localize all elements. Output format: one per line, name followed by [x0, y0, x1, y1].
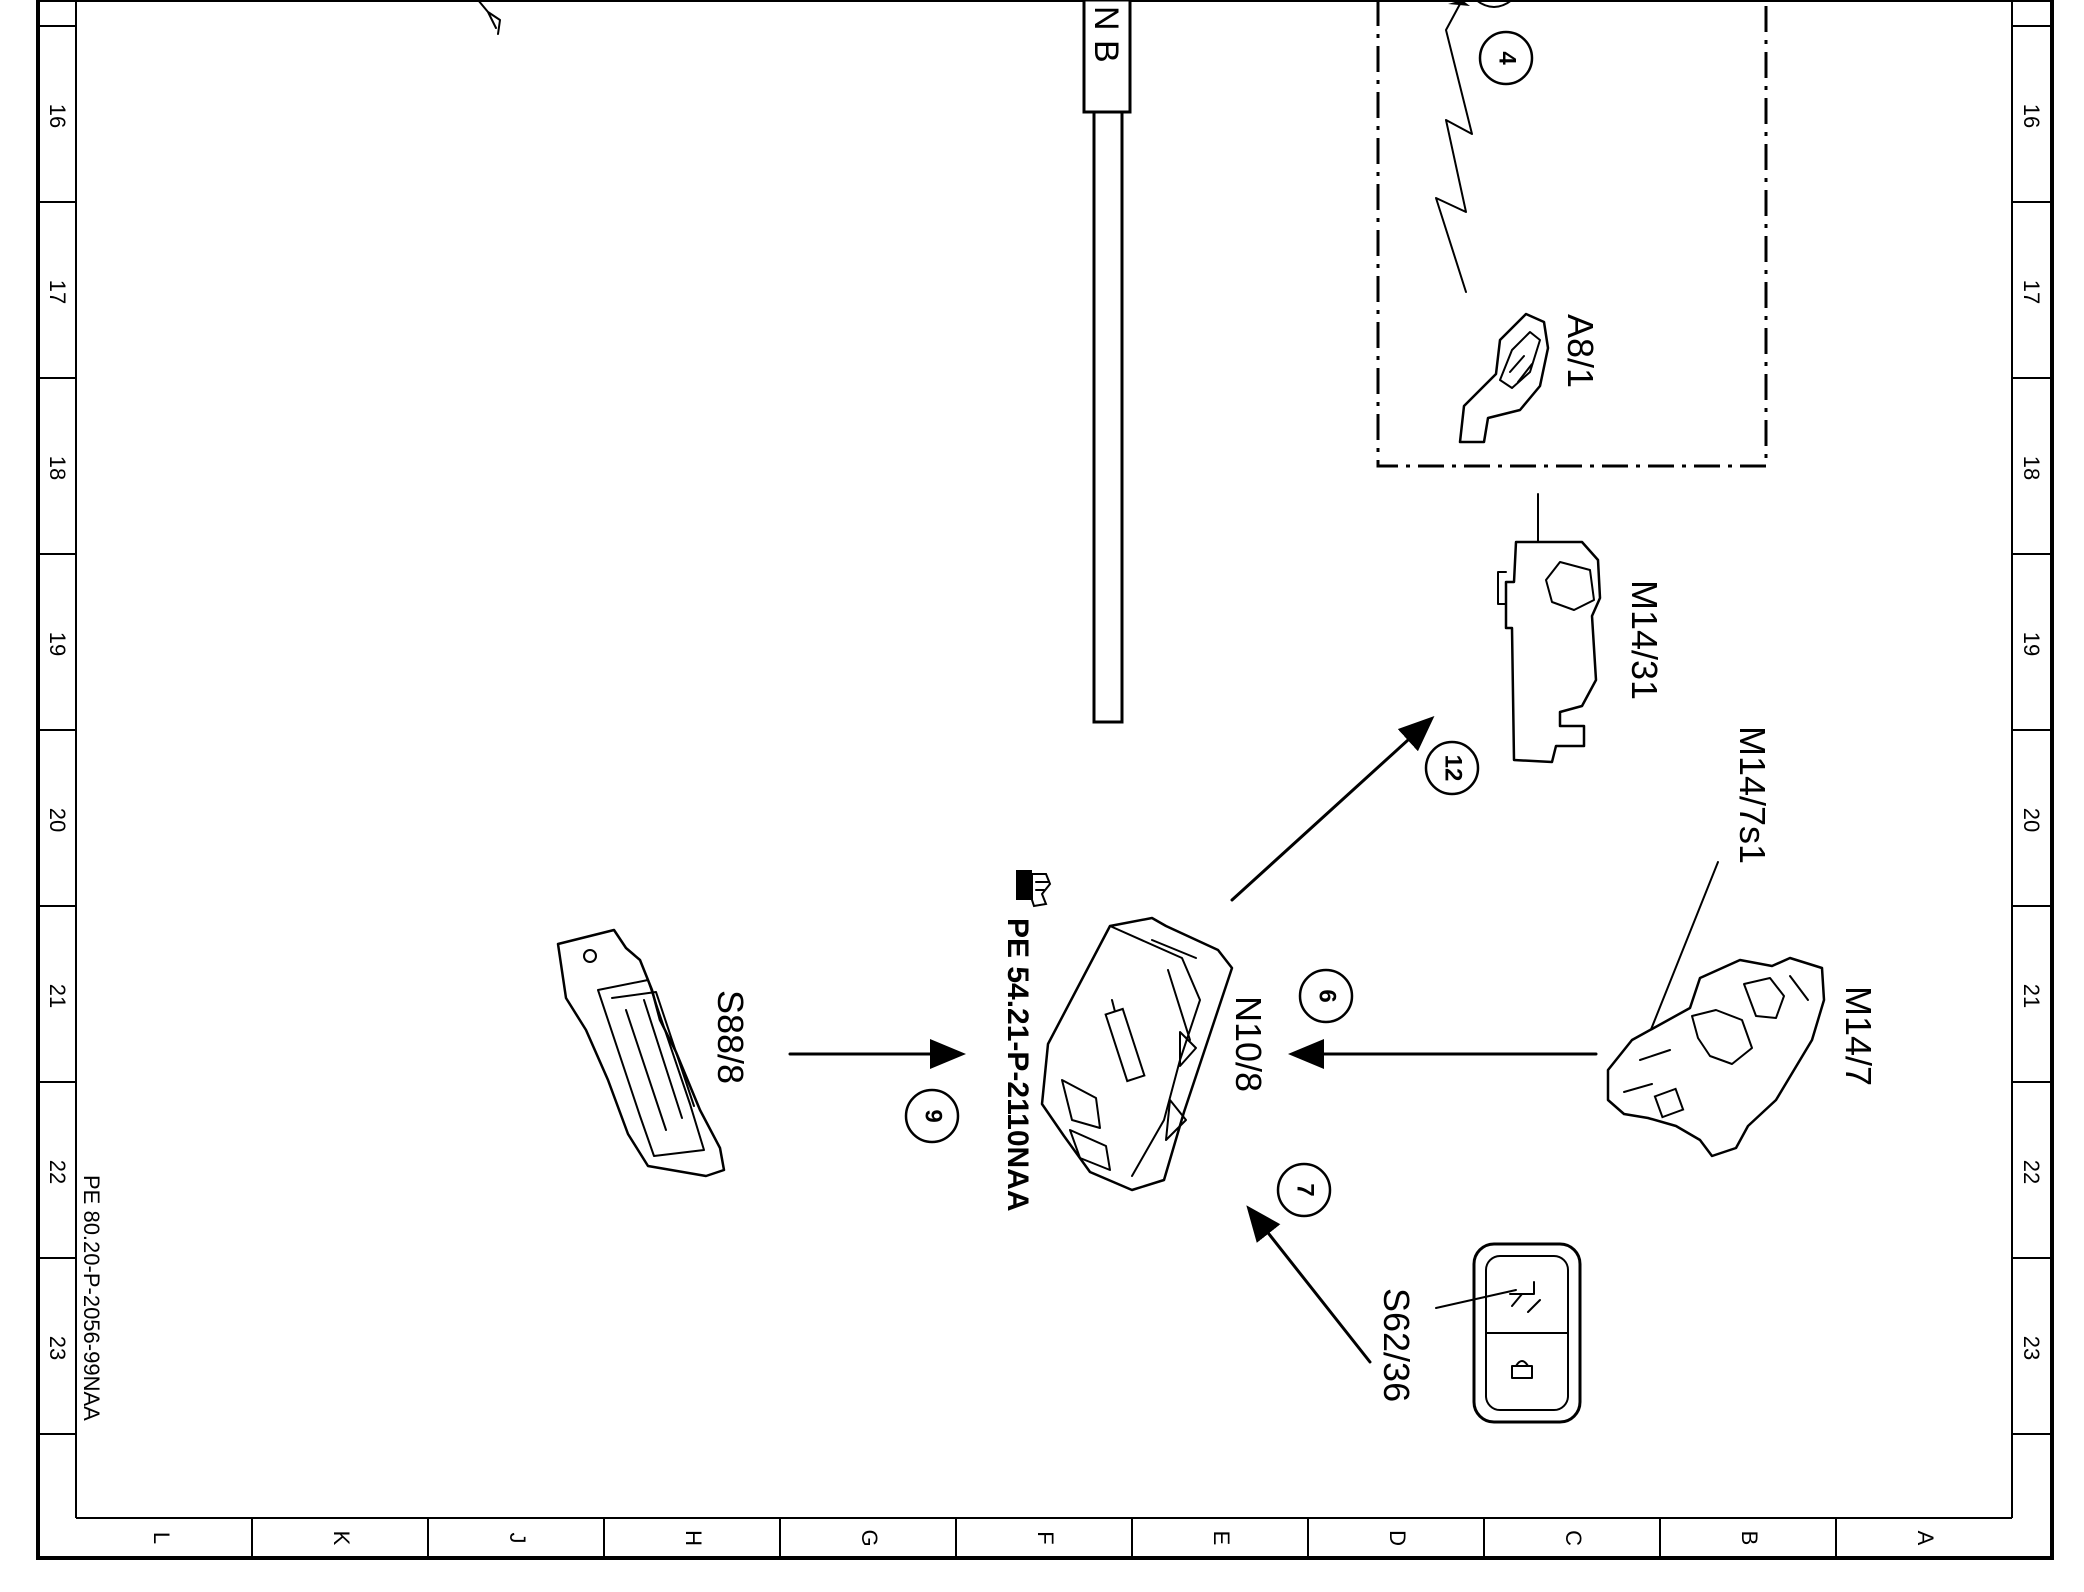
connection-9: 9	[904, 1088, 960, 1144]
manual-reference-label: PE 54.21-P-2110NAA	[1001, 918, 1034, 1212]
signal-arrow-from-s62-36	[1246, 1205, 1372, 1364]
column-letter: K	[329, 1531, 354, 1546]
connection-number: 4	[1494, 51, 1521, 65]
connection-12: 12	[1424, 740, 1480, 796]
column-letter: F	[1033, 1531, 1058, 1544]
m14-31-actuator-icon	[1497, 493, 1602, 764]
row-number: 20	[45, 808, 70, 832]
column-letter: L	[149, 1532, 174, 1544]
row-numbers-left: 16 17 18 19 20 21 22 23	[45, 104, 70, 1360]
row-number: 19	[2019, 632, 2044, 656]
remote-area-box	[1376, 0, 1768, 468]
manual-reference: PE 54.21-P-2110NAA	[1001, 870, 1052, 1212]
row-number: 16	[2019, 104, 2044, 128]
n10-8-control-unit-icon	[1040, 916, 1234, 1192]
connection-4: 4	[1475, 0, 1534, 86]
radio-link-icon	[1435, 0, 1473, 293]
component-label-n10-8: N10/8	[1228, 996, 1269, 1092]
connection-number: 9	[920, 1109, 947, 1122]
column-letter: G	[857, 1529, 882, 1546]
column-letter: B	[1737, 1531, 1762, 1546]
leader-line	[1435, 1289, 1517, 1309]
row-number: 17	[45, 280, 70, 304]
row-numbers-right: 16 17 18 19 20 21 22 23	[2019, 104, 2044, 1360]
m14-7-actuator-icon	[1606, 956, 1826, 1158]
column-letter: A	[1913, 1531, 1938, 1546]
row-number: 23	[45, 1336, 70, 1360]
row-number: 17	[2019, 280, 2044, 304]
row-number: 22	[45, 1160, 70, 1184]
component-label-a8-1: A8/1	[1560, 314, 1601, 388]
s88-8-handle-switch-icon	[556, 928, 726, 1178]
drawing-frame	[36, 0, 2054, 1560]
row-number: 19	[45, 632, 70, 656]
row-number: 21	[45, 984, 70, 1008]
a8-1-key-icon	[1458, 312, 1550, 444]
component-label-m14-7: M14/7	[1838, 986, 1879, 1086]
hand-pointer-icon	[1016, 870, 1052, 908]
row-number: 23	[2019, 1336, 2044, 1360]
column-letter: J	[505, 1533, 530, 1544]
column-letter: E	[1209, 1531, 1234, 1546]
connection-number: 7	[1292, 1183, 1319, 1196]
connection-number: 6	[1314, 989, 1341, 1002]
signal-arrow-to-m14-31	[1230, 715, 1435, 902]
row-number: 20	[2019, 808, 2044, 832]
s62-36-switch-icon	[1472, 1242, 1582, 1424]
row-number: 22	[2019, 1160, 2044, 1184]
row-dividers	[38, 25, 2052, 1435]
component-label-m14-31: M14/31	[1624, 580, 1665, 700]
row-number: 21	[2019, 984, 2044, 1008]
row-number: 18	[2019, 456, 2044, 480]
bus-label: N B	[1087, 6, 1125, 63]
connector-fragment	[477, 0, 501, 35]
bus-line: N B	[1082, 0, 1132, 724]
row-number: 18	[45, 456, 70, 480]
connection-number: 12	[1440, 755, 1467, 782]
column-letter: C	[1561, 1530, 1586, 1546]
column-letter: D	[1385, 1530, 1410, 1546]
column-dividers	[251, 1518, 1837, 1558]
column-letters: L K J H G F E D C B A	[149, 1529, 1938, 1546]
drawing-reference: PE 80.20-P-2056-99NAA	[79, 1175, 104, 1421]
component-label-s88-8: S88/8	[710, 990, 751, 1084]
component-label-s62-36: S62/36	[1376, 1288, 1417, 1402]
connection-7: 7	[1276, 1162, 1332, 1218]
component-label-m14-7s1: M14/7s1	[1732, 726, 1773, 864]
row-number: 16	[45, 104, 70, 128]
column-letter: H	[681, 1530, 706, 1546]
connection-6: 6	[1298, 968, 1354, 1024]
